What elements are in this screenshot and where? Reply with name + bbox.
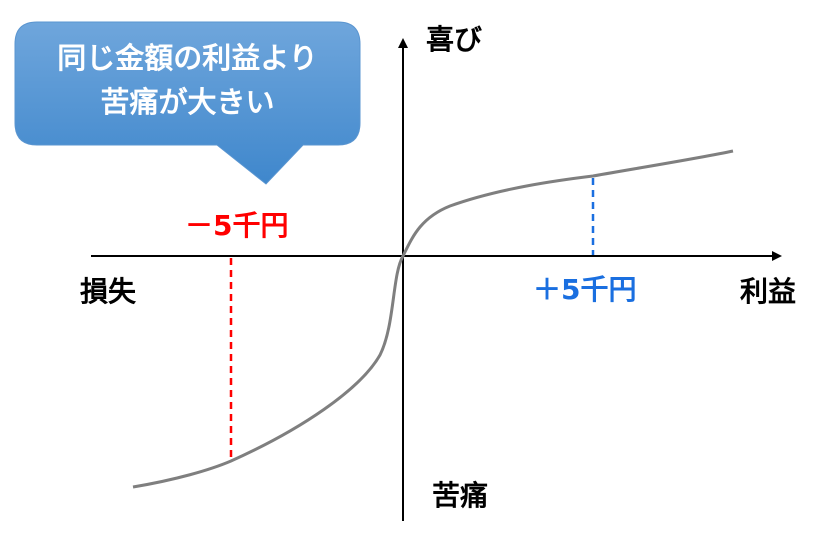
axis-label-gain: 利益 bbox=[740, 275, 797, 308]
callout-line-1: 同じ金額の利益より bbox=[57, 41, 318, 75]
value-curve bbox=[132, 149, 734, 489]
y-axis-arrow bbox=[398, 38, 408, 48]
axis-label-pain: 苦痛 bbox=[432, 479, 489, 512]
gain-amount-label: ＋5千円 bbox=[533, 273, 637, 306]
callout-line-2: 苦痛が大きい bbox=[100, 85, 275, 119]
callout-bubble bbox=[14, 21, 361, 185]
callout-text: 同じ金額の利益より 苦痛が大きい bbox=[15, 36, 360, 124]
axis-label-loss: 損失 bbox=[80, 275, 137, 308]
axis-label-joy: 喜び bbox=[426, 23, 483, 56]
x-axis-arrow bbox=[772, 251, 782, 261]
loss-amount-label: －5千円 bbox=[185, 209, 289, 242]
